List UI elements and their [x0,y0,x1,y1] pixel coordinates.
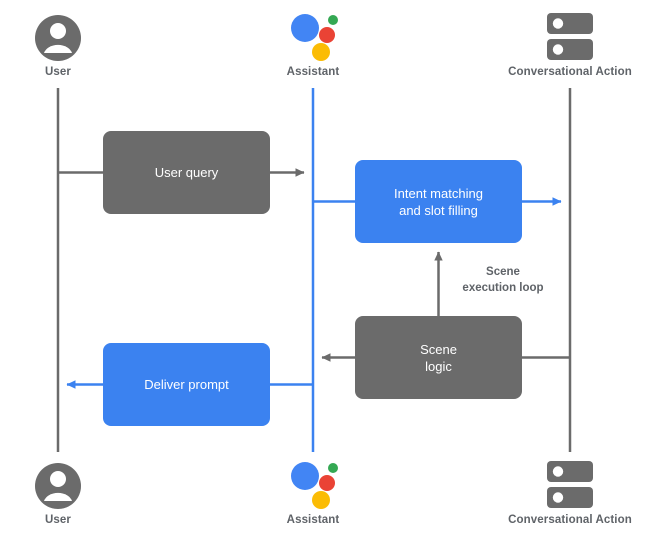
node-intent-matching-label-line2: and slot filling [399,202,478,218]
node-scene-logic-label-line1: Scene [420,341,457,357]
node-deliver-prompt-label: Deliver prompt [144,377,229,392]
server-icon [547,461,593,508]
actor-label-conversational-action-top: Conversational Action [508,66,632,78]
actor-label-conversational-action-bottom: Conversational Action [508,514,632,526]
google-assistant-icon [291,462,338,509]
lifelines-group [56,88,572,452]
node-intent-matching-label-line1: Intent matching [394,185,483,201]
actor-label-assistant-top: Assistant [286,66,340,78]
node-user-query[interactable]: User query [103,131,270,214]
node-scene-logic[interactable]: Scene logic [355,316,522,399]
node-deliver-prompt[interactable]: Deliver prompt [103,343,270,426]
annotation-scene-execution-loop: Scene execution loop [462,264,543,296]
node-intent-matching-label: Intent matching and slot filling [394,185,483,219]
node-intent-matching[interactable]: Intent matching and slot filling [355,160,522,243]
node-user-query-label: User query [154,165,219,180]
annotation-scene-execution-loop-line1: Scene [486,266,520,278]
user-avatar-icon [35,463,81,509]
node-scene-logic-label-line2: logic [425,358,452,374]
node-scene-logic-label: Scene logic [420,341,457,375]
actor-label-user-bottom: User [45,514,71,526]
actor-label-user-top: User [45,66,71,78]
server-icon [547,13,593,60]
actor-label-assistant-bottom: Assistant [286,514,340,526]
google-assistant-icon [291,14,338,61]
connectors-group [58,168,570,389]
user-avatar-icon [35,15,81,61]
annotation-scene-execution-loop-line2: execution loop [462,282,544,294]
